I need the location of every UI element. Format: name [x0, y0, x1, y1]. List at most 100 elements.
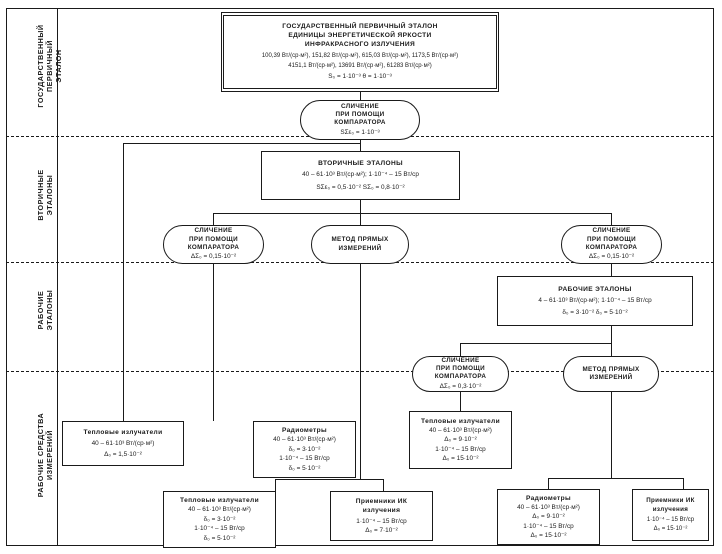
- connector-primary-to-comparison1: [360, 91, 361, 101]
- comparison1-value: SΣε₀ = 1·10⁻³: [340, 128, 380, 136]
- comparison2left-title-1: СЛИЧЕНИЕ: [194, 227, 233, 235]
- node-secondary-standards[interactable]: ВТОРИЧНЫЕ ЭТАЛОНЫ 40 – 61·10³ Вт/(ср·м²)…: [261, 151, 460, 200]
- connector-comparison1-left-branch: [123, 143, 360, 144]
- connector-bus-to-comparison2right: [611, 213, 612, 225]
- thermal3-line-3: 1·10⁻⁴ – 15 Вт/ср: [435, 445, 486, 453]
- connector-directmethod2-bus: [611, 478, 683, 479]
- radiometers2-line-4: Δ₀ = 15·10⁻²: [530, 532, 567, 539]
- working-standards-line-2: δ₀ = 3·10⁻² δ₀ = 5·10⁻²: [562, 309, 628, 316]
- connector-bus-to-comparison3: [460, 343, 461, 356]
- irreceivers2-line-1: 1·10⁻⁴ – 15 Вт/ср: [646, 516, 695, 523]
- comparison3-title-3: КОМПАРАТОРА: [434, 373, 487, 381]
- irreceivers1-line-1: 1·10⁻⁴ – 15 Вт/ср: [356, 517, 407, 525]
- irreceivers2-title-1: Приемники ИК: [646, 496, 695, 504]
- thermal2-line-4: δ₀ = 5·10⁻²: [203, 534, 236, 542]
- node-comparison-comparator-2-right[interactable]: СЛИЧЕНИЕ ПРИ ПОМОЩИ КОМПАРАТОРА ΔΣ₀ = 0,…: [561, 225, 662, 264]
- comparison2right-title-2: ПРИ ПОМОЩИ: [586, 235, 636, 243]
- sidebar-divider: [57, 8, 58, 546]
- node-thermal-emitters-2[interactable]: Тепловые излучатели 40 – 61·10³ Вт/(ср·м…: [163, 491, 276, 548]
- node-ir-receivers-1[interactable]: Приемники ИК излучения 1·10⁻⁴ – 15 Вт/ср…: [330, 491, 433, 541]
- node-comparison-comparator-2-left[interactable]: СЛИЧЕНИЕ ПРИ ПОМОЩИ КОМПАРАТОРА ΔΣ₀ = 0,…: [163, 225, 264, 264]
- diagram-frame: [6, 8, 714, 546]
- irreceivers1-line-2: Δ₀ = 7·10⁻²: [365, 527, 398, 534]
- directmethod2-title-1: МЕТОД ПРЯМЫХ: [582, 365, 640, 373]
- directmethod1-title-2: ИЗМЕРЕНИЙ: [338, 244, 382, 252]
- connector-bus-to-comparison2left: [213, 213, 214, 225]
- connector-working-down: [611, 326, 612, 343]
- comparison2right-value: ΔΣ₀ = 0,15·10⁻²: [588, 253, 635, 261]
- connector-bus-to-thermal2: [275, 479, 276, 491]
- comparison2right-title-3: КОМПАРАТОРА: [585, 243, 638, 251]
- connector-directmethod1-bus: [275, 479, 360, 480]
- connector-bus-irreceivers1: [360, 479, 383, 480]
- connector-comparison3-to-thermal3: [460, 392, 461, 411]
- primary-standard-title-2: ЕДИНИЦЫ ЭНЕРГЕТИЧЕСКОЙ ЯРКОСТИ: [288, 32, 432, 40]
- connector-secondary-bus: [213, 213, 611, 214]
- connector-comparison1-to-secondary: [360, 139, 361, 151]
- sidebar-label-working-measuring: РАБОЧИЕ СРЕДСТВА ИЗМЕРЕНИЙ: [36, 412, 54, 498]
- node-comparison-comparator-3[interactable]: СЛИЧЕНИЕ ПРИ ПОМОЩИ КОМПАРАТОРА ΔΣ₀ = 0,…: [412, 356, 509, 392]
- connector-bus-radiometers2: [548, 478, 611, 479]
- radiometers2-line-3: 1·10⁻⁴ – 15 Вт/ср: [523, 522, 574, 530]
- thermal2-line-1: 40 – 61·10³ Вт/(ср·м²): [188, 506, 251, 513]
- node-direct-measurement-method-2[interactable]: МЕТОД ПРЯМЫХ ИЗМЕРЕНИЙ: [563, 356, 659, 392]
- connector-trunk-to-radiometers1: [213, 411, 214, 421]
- comparison2left-value: ΔΣ₀ = 0,15·10⁻²: [190, 253, 237, 261]
- comparison1-title-2: ПРИ ПОМОЩИ: [335, 111, 385, 119]
- connector-comparison2left-down: [213, 263, 214, 421]
- node-direct-measurement-method-1[interactable]: МЕТОД ПРЯМЫХ ИЗМЕРЕНИЙ: [311, 225, 409, 264]
- primary-standard-title-3: ИНФРАКРАСНОГО ИЗЛУЧЕНИЯ: [304, 41, 416, 49]
- secondary-standards-title: ВТОРИЧНЫЕ ЭТАЛОНЫ: [318, 160, 403, 167]
- node-thermal-emitters-1[interactable]: Тепловые излучатели 40 – 61·10³ Вт/(ср·м…: [62, 421, 184, 466]
- node-working-standards[interactable]: РАБОЧИЕ ЭТАЛОНЫ 4 – 61·10³ Вт/(ср·м²); 1…: [497, 276, 693, 326]
- thermal1-line-1: 40 – 61·10³ Вт/(ср·м²): [91, 439, 155, 447]
- comparison3-title-2: ПРИ ПОМОЩИ: [435, 365, 485, 373]
- sidebar-label-secondary: ВТОРИЧНЫЕ ЭТАЛОНЫ: [36, 169, 54, 221]
- comparison3-value: ΔΣ₀ = 0,3·10⁻²: [439, 382, 482, 390]
- primary-standard-line-3: S₀ = 1·10⁻³ θ = 1·10⁻³: [328, 73, 392, 81]
- thermal3-line-1: 40 – 61·10³ Вт/(ср·м²): [429, 426, 492, 434]
- connector-working-bus: [460, 343, 611, 344]
- primary-standard-title-1: ГОСУДАРСТВЕННЫЙ ПЕРВИЧНЫЙ ЭТАЛОН: [282, 23, 438, 31]
- thermal3-line-2: Δ₀ = 9·10⁻²: [444, 436, 477, 443]
- comparison2right-title-1: СЛИЧЕНИЕ: [592, 227, 631, 235]
- connector-bus-to-directmethod2: [611, 343, 612, 356]
- connector-directmethod1-down: [360, 263, 361, 479]
- node-primary-standard[interactable]: ГОСУДАРСТВЕННЫЙ ПЕРВИЧНЫЙ ЭТАЛОН ЕДИНИЦЫ…: [221, 12, 499, 92]
- connector-bus-to-radiometers2: [548, 478, 549, 489]
- node-radiometers-1[interactable]: Радиометры 40 – 61·10³ Вт/(ср·м²) δ₀ = 3…: [253, 421, 356, 478]
- radiometers2-line-1: 40 – 61·10³ Вт/(ср·м²): [517, 503, 580, 511]
- connector-directmethod2-down: [611, 392, 612, 478]
- radiometers1-line-2: δ₀ = 3·10⁻²: [288, 445, 321, 453]
- comparison1-title-1: СЛИЧЕНИЕ: [340, 102, 380, 110]
- comparison1-title-3: КОМПАРАТОРА: [334, 119, 386, 127]
- comparison2left-title-3: КОМПАРАТОРА: [187, 243, 240, 251]
- radiometers2-line-2: Δ₀ = 9·10⁻²: [532, 513, 565, 520]
- connector-bus-to-directmethod1: [360, 213, 361, 225]
- secondary-standards-line-2: SΣε₀ = 0,5·10⁻² SΣ₀ = 0,8·10⁻²: [316, 183, 405, 191]
- connector-left-vertical-trunk: [123, 143, 124, 421]
- node-radiometers-2[interactable]: Радиометры 40 – 61·10³ Вт/(ср·м²) Δ₀ = 9…: [497, 489, 600, 545]
- radiometers1-line-1: 40 – 61·10³ Вт/(ср·м²): [273, 436, 336, 443]
- node-ir-receivers-2[interactable]: Приемники ИК излучения 1·10⁻⁴ – 15 Вт/ср…: [632, 489, 709, 541]
- primary-standard-line-1: 100,39 Вт/(ср·м²), 151,82 Вт/(ср·м²), 61…: [261, 53, 459, 60]
- thermal2-line-3: 1·10⁻⁴ – 15 Вт/ср: [194, 525, 245, 532]
- radiometers1-line-4: δ₀ = 5·10⁻²: [288, 464, 321, 472]
- connector-comparison2right-to-working: [611, 263, 612, 276]
- working-standards-line-1: 4 – 61·10³ Вт/(ср·м²); 1·10⁻⁴ – 15 Вт/ср: [538, 296, 652, 304]
- irreceivers2-line-2: Δ₀ = 15·10⁻²: [653, 526, 688, 532]
- thermal1-title: Тепловые излучатели: [83, 428, 163, 436]
- sidebar-label-working-standards: РАБОЧИЕ ЭТАЛОНЫ: [36, 289, 54, 331]
- connector-bus-to-irreceivers1: [383, 479, 384, 491]
- thermal3-line-4: Δ₀ = 15·10⁻²: [442, 455, 479, 462]
- connector-bus-to-irreceivers2: [683, 478, 684, 489]
- connector-secondary-down: [360, 199, 361, 213]
- working-standards-title: РАБОЧИЕ ЭТАЛОНЫ: [558, 285, 632, 293]
- irreceivers2-title-2: излучения: [652, 505, 689, 513]
- directmethod1-title-1: МЕТОД ПРЯМЫХ: [331, 236, 389, 244]
- radiometers1-title: Радиометры: [281, 427, 327, 434]
- connector-trunk-to-thermal1: [123, 411, 124, 421]
- node-thermal-emitters-3[interactable]: Тепловые излучатели 40 – 61·10³ Вт/(ср·м…: [409, 411, 512, 469]
- node-comparison-comparator-1[interactable]: СЛИЧЕНИЕ ПРИ ПОМОЩИ КОМПАРАТОРА SΣε₀ = 1…: [300, 100, 420, 140]
